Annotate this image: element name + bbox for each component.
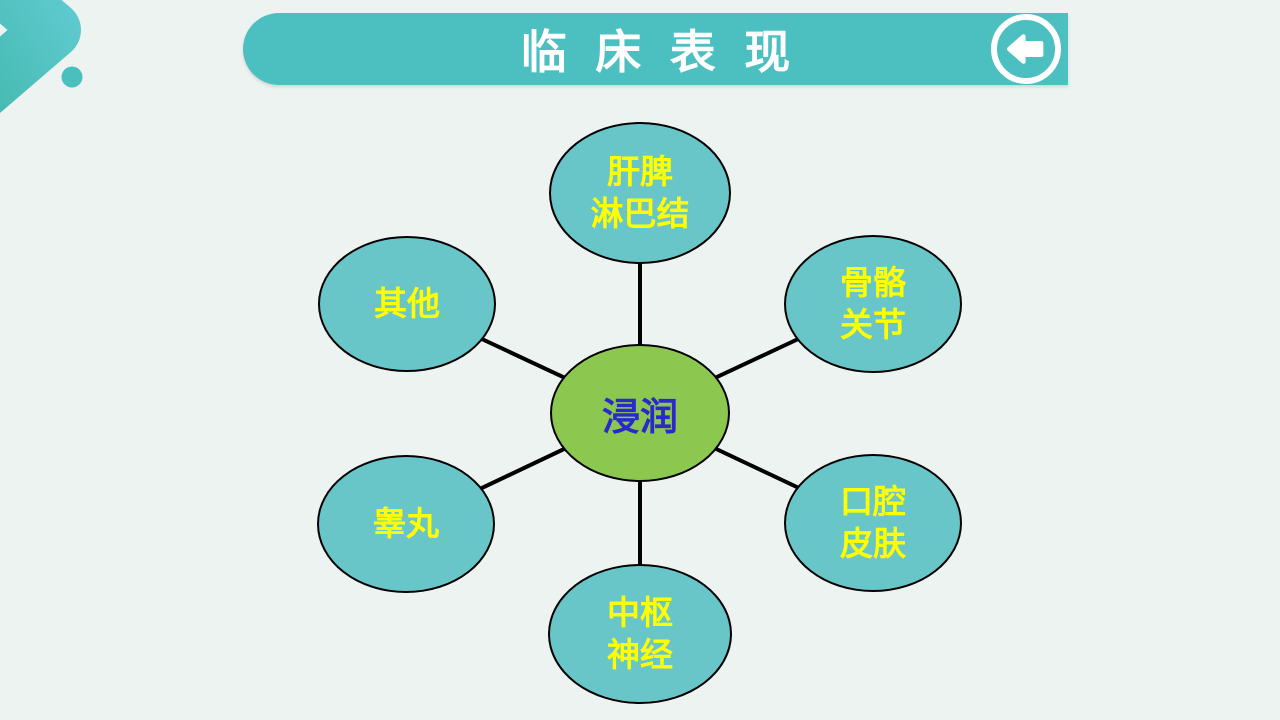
- back-button[interactable]: [991, 14, 1061, 84]
- node-ellipse-center-infiltration: 浸润: [550, 344, 730, 482]
- node-label-line: 神经: [607, 636, 673, 673]
- chevron-right-logo-icon: [0, 0, 83, 113]
- page-title: 临床表现: [520, 26, 819, 78]
- center-node-label: 浸润: [601, 396, 678, 439]
- node-label-line: 肝脾: [607, 153, 673, 190]
- title-bar: 临床表现: [243, 13, 1068, 85]
- node-label-line: 口腔: [840, 483, 906, 520]
- node-label-line: 睾丸: [373, 505, 439, 542]
- logo-dot: [61, 66, 83, 88]
- circle-arrow-left-icon: [1006, 34, 1044, 64]
- node-label-line: 其他: [374, 285, 440, 322]
- node-ellipse-oral-skin: 口腔 皮肤: [784, 454, 962, 592]
- node-label-line: 淋巴结: [590, 195, 690, 232]
- node-ellipse-testis: 睾丸: [317, 455, 495, 593]
- node-ellipse-cns: 中枢 神经: [548, 564, 732, 704]
- node-label-line: 皮肤: [840, 525, 906, 562]
- node-label-line: 中枢: [607, 594, 673, 631]
- node-label-line: 关节: [840, 306, 906, 343]
- node-ellipse-bones-joints: 骨骼 关节: [784, 235, 962, 373]
- node-ellipse-others: 其他: [318, 236, 496, 372]
- node-ellipse-liver-spleen-lymph: 肝脾 淋巴结: [549, 122, 731, 264]
- node-label-line: 骨骼: [840, 264, 906, 301]
